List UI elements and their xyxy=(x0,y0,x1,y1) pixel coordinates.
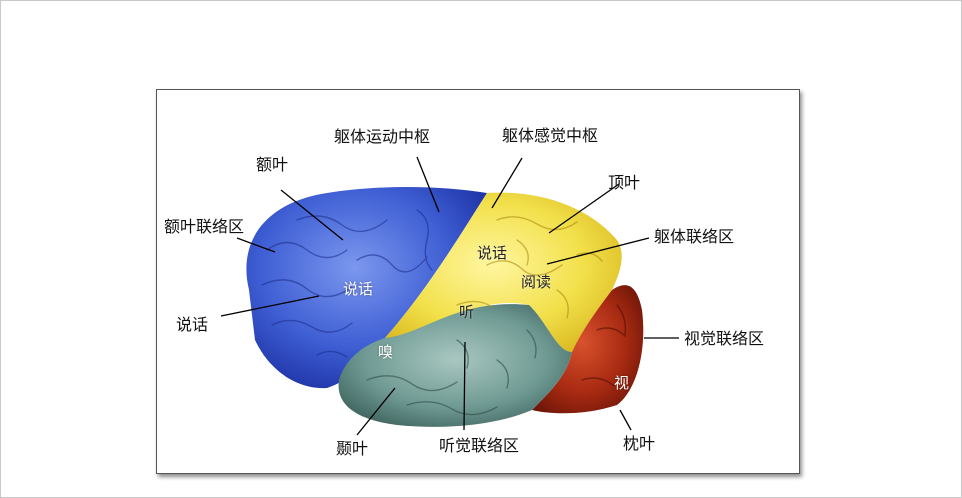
brain-diagram-figure: 额叶 躯体运动中枢 躯体感觉中枢 顶叶 额叶联络区 躯体联络区 说话 视觉联络区… xyxy=(156,89,800,474)
brain-illustration xyxy=(220,156,679,436)
frontal-lobe-region xyxy=(246,187,487,389)
label-visual-association: 视觉联络区 xyxy=(684,329,765,348)
leader-somatic-association xyxy=(546,237,650,265)
leader-temporal-lobe xyxy=(356,387,396,436)
leader-auditory-association xyxy=(463,341,466,431)
label-temporal-lobe: 颞叶 xyxy=(336,439,369,458)
region-label-reading: 阅读 xyxy=(521,273,552,291)
label-auditory-association: 听觉联络区 xyxy=(439,436,520,455)
leader-speech-left xyxy=(220,295,320,317)
label-frontal-lobe: 额叶 xyxy=(256,155,289,174)
occipital-lobe-region xyxy=(532,285,644,414)
label-motor-center: 躯体运动中枢 xyxy=(334,127,431,146)
region-label-speech-frontal: 说话 xyxy=(343,280,374,298)
label-speech-left: 说话 xyxy=(176,315,209,334)
temporal-lobe-region xyxy=(338,304,572,427)
leader-frontal-association xyxy=(236,237,276,253)
leader-frontal-lobe xyxy=(280,189,344,241)
region-label-smell: 嗅 xyxy=(378,343,394,361)
leader-motor-center xyxy=(416,156,440,213)
label-somatic-association: 躯体联络区 xyxy=(654,227,735,246)
label-sensory-center: 躯体感觉中枢 xyxy=(502,126,599,145)
leader-sensory-center xyxy=(491,157,523,209)
parietal-lobe-region xyxy=(385,192,622,352)
label-occipital-lobe: 枕叶 xyxy=(623,434,656,453)
label-parietal-lobe: 顶叶 xyxy=(608,173,641,192)
label-frontal-association: 额叶联络区 xyxy=(164,217,245,236)
leader-occipital-lobe xyxy=(619,409,632,431)
region-label-speech-parietal: 说话 xyxy=(477,244,508,262)
region-label-hearing: 听 xyxy=(459,303,475,321)
leader-parietal-lobe xyxy=(548,183,620,234)
region-label-vision: 视 xyxy=(614,374,630,392)
